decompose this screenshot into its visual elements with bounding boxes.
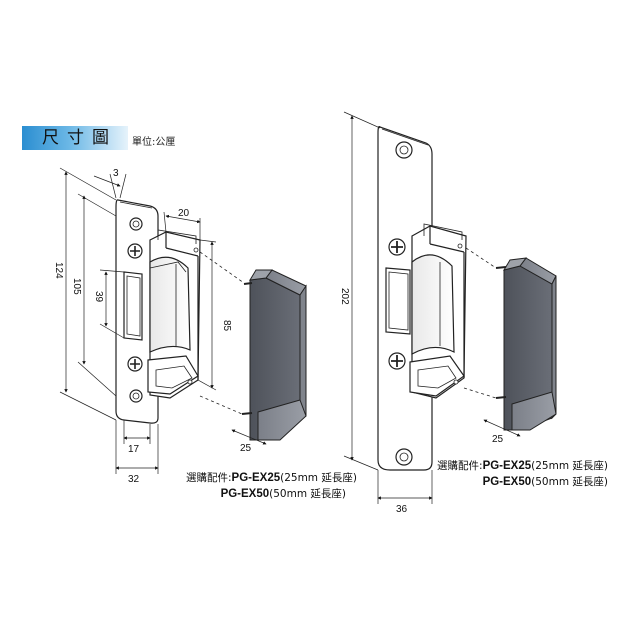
dim-extension-depth-right: 25 <box>492 434 504 445</box>
dim-total-height-right: 202 <box>339 288 350 305</box>
dim-body-depth: 20 <box>178 208 190 219</box>
left-dimension-lines <box>59 167 267 474</box>
dim-body-height: 85 <box>221 320 232 332</box>
accessory-code: PG-EX50 <box>220 488 270 500</box>
left-extension-block <box>241 269 307 441</box>
dim-extension-depth-left: 25 <box>240 443 252 454</box>
accessory-desc: (50mm 延長座) <box>531 476 608 488</box>
right-dimension-lines <box>343 111 521 504</box>
accessory-label: 選購配件: <box>186 472 232 484</box>
right-extension-block <box>495 257 557 431</box>
dim-lip-depth: 17 <box>128 444 140 455</box>
accessory-code: PG-EX25 <box>231 472 281 484</box>
dim-slot-height: 105 <box>71 278 82 295</box>
accessory-desc: (25mm 延長座) <box>531 460 608 472</box>
accessory-desc: (50mm 延長座) <box>269 488 346 500</box>
dim-opening: 39 <box>93 291 104 303</box>
accessory-note-left: 選購配件:PG-EX25(25mm 延長座) PG-EX50(50mm 延長座) <box>186 470 357 501</box>
right-strike <box>377 126 467 471</box>
title-accent-bar <box>22 126 128 150</box>
accessory-code: PG-EX25 <box>482 460 532 472</box>
dim-total-height-left: 124 <box>53 262 64 279</box>
dim-plate-width-left: 32 <box>128 474 140 485</box>
accessory-label: 選購配件: <box>437 460 483 472</box>
accessory-note-right: 選購配件:PG-EX25(25mm 延長座) PG-EX50(50mm 延長座) <box>436 458 608 489</box>
right-alignment-lines <box>463 247 497 399</box>
page-title: 尺寸圖 <box>42 128 117 148</box>
accessory-code: PG-EX50 <box>482 476 532 488</box>
left-alignment-lines <box>199 251 245 415</box>
left-strike <box>115 199 201 424</box>
dim-plate-thickness: 3 <box>113 168 119 179</box>
dim-plate-width-right: 36 <box>396 504 408 515</box>
accessory-desc: (25mm 延長座) <box>280 472 357 484</box>
unit-label: 單位:公厘 <box>132 137 176 148</box>
